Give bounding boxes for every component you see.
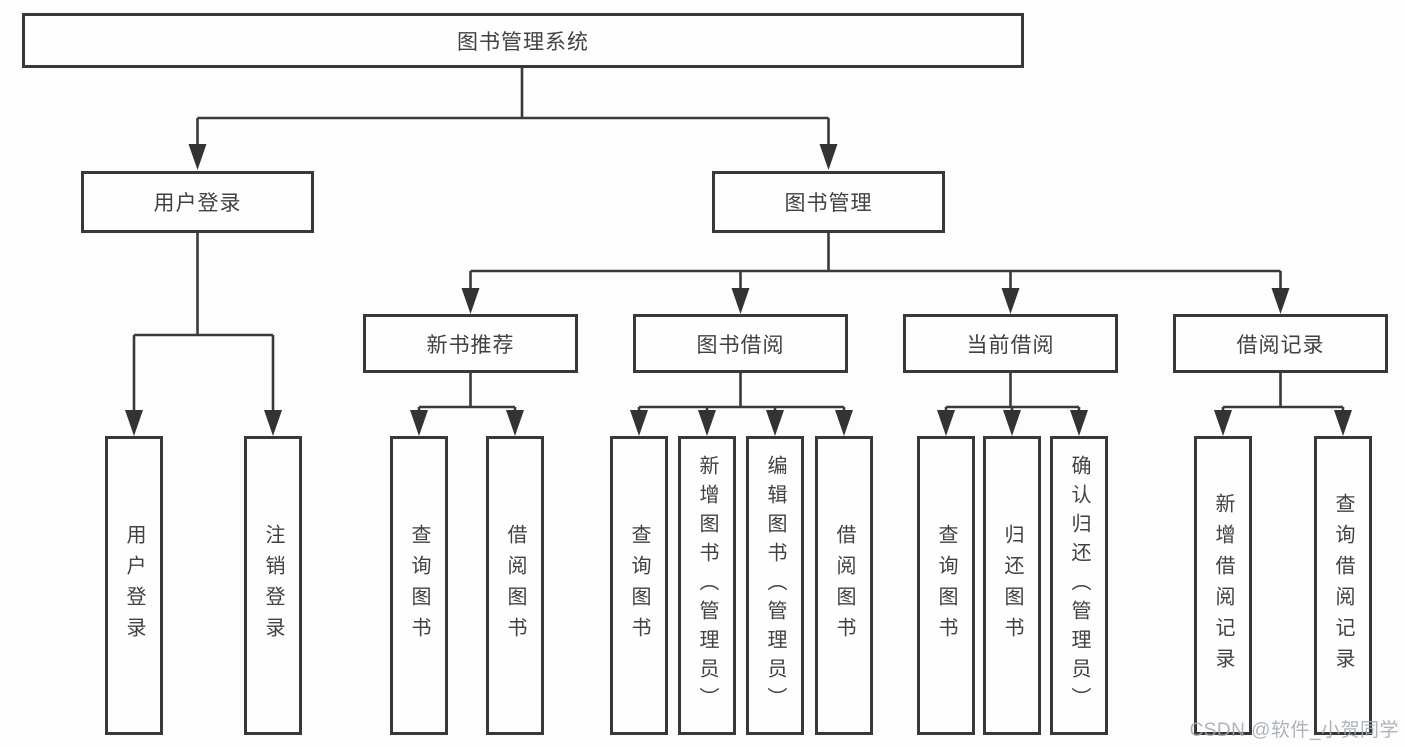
watermark: CSDN @软件_小贺同学 [1189,720,1399,741]
connector-user-login-to-leaves [125,233,282,436]
connector-book-borrow-to-leaves [630,373,853,436]
connector-root-to-level2 [188,68,838,170]
node-user-login: 用户登录 [81,171,314,233]
leaf-add-book-admin: 新增图书（管理员） [678,436,736,735]
node-root: 图书管理系统 [22,13,1024,68]
node-user-login-label: 用户登录 [153,192,242,215]
leaf-query-borrow-record: 查询借阅记录 [1314,436,1372,735]
leaf-query-books-recommend-label: 查询图书 [408,523,430,648]
node-current-borrow: 当前借阅 [903,314,1118,373]
connector-book-management-to-level3 [461,233,1290,314]
leaf-user-login-label: 用户登录 [123,523,145,648]
leaf-borrow-books: 借阅图书 [815,436,873,735]
leaf-logout: 注销登录 [244,436,302,735]
leaf-query-books-borrow-label: 查询图书 [628,523,650,648]
node-new-book-recommend-label: 新书推荐 [426,333,515,357]
node-book-management-label: 图书管理 [784,192,873,215]
node-new-book-recommend: 新书推荐 [363,314,578,373]
connector-new-book-recommend-to-leaves [410,373,524,436]
node-root-label: 图书管理系统 [457,30,589,54]
leaf-add-borrow-record-label: 新增借阅记录 [1212,492,1234,679]
connector-borrow-records-to-leaves [1214,373,1352,436]
leaf-add-book-admin-label: 新增图书（管理员） [696,455,718,716]
node-borrow-records: 借阅记录 [1173,314,1388,373]
leaf-borrow-books-label: 借阅图书 [833,523,855,648]
node-current-borrow-label: 当前借阅 [966,333,1055,357]
leaf-query-books-current: 查询图书 [917,436,975,735]
node-book-borrow: 图书借阅 [633,314,848,373]
leaf-query-books-recommend: 查询图书 [390,436,448,735]
leaf-confirm-return-admin-label: 确认归还（管理员） [1068,455,1090,716]
leaf-user-login: 用户登录 [105,436,163,735]
leaf-add-borrow-record: 新增借阅记录 [1194,436,1252,735]
leaf-confirm-return-admin: 确认归还（管理员） [1050,436,1108,735]
leaf-return-books: 归还图书 [983,436,1041,735]
leaf-return-books-label: 归还图书 [1001,523,1023,648]
node-book-borrow-label: 图书借阅 [696,333,785,357]
leaf-query-books-borrow: 查询图书 [610,436,668,735]
leaf-query-borrow-record-label: 查询借阅记录 [1332,492,1354,679]
node-book-management: 图书管理 [712,171,945,233]
leaf-borrow-books-recommend-label: 借阅图书 [504,523,526,648]
node-borrow-records-label: 借阅记录 [1236,333,1325,357]
leaf-edit-book-admin-label: 编辑图书（管理员） [764,455,786,716]
leaf-edit-book-admin: 编辑图书（管理员） [746,436,804,735]
leaf-query-books-current-label: 查询图书 [935,523,957,648]
leaf-logout-label: 注销登录 [262,523,284,648]
connector-current-borrow-to-leaves [937,373,1088,436]
leaf-borrow-books-recommend: 借阅图书 [486,436,544,735]
